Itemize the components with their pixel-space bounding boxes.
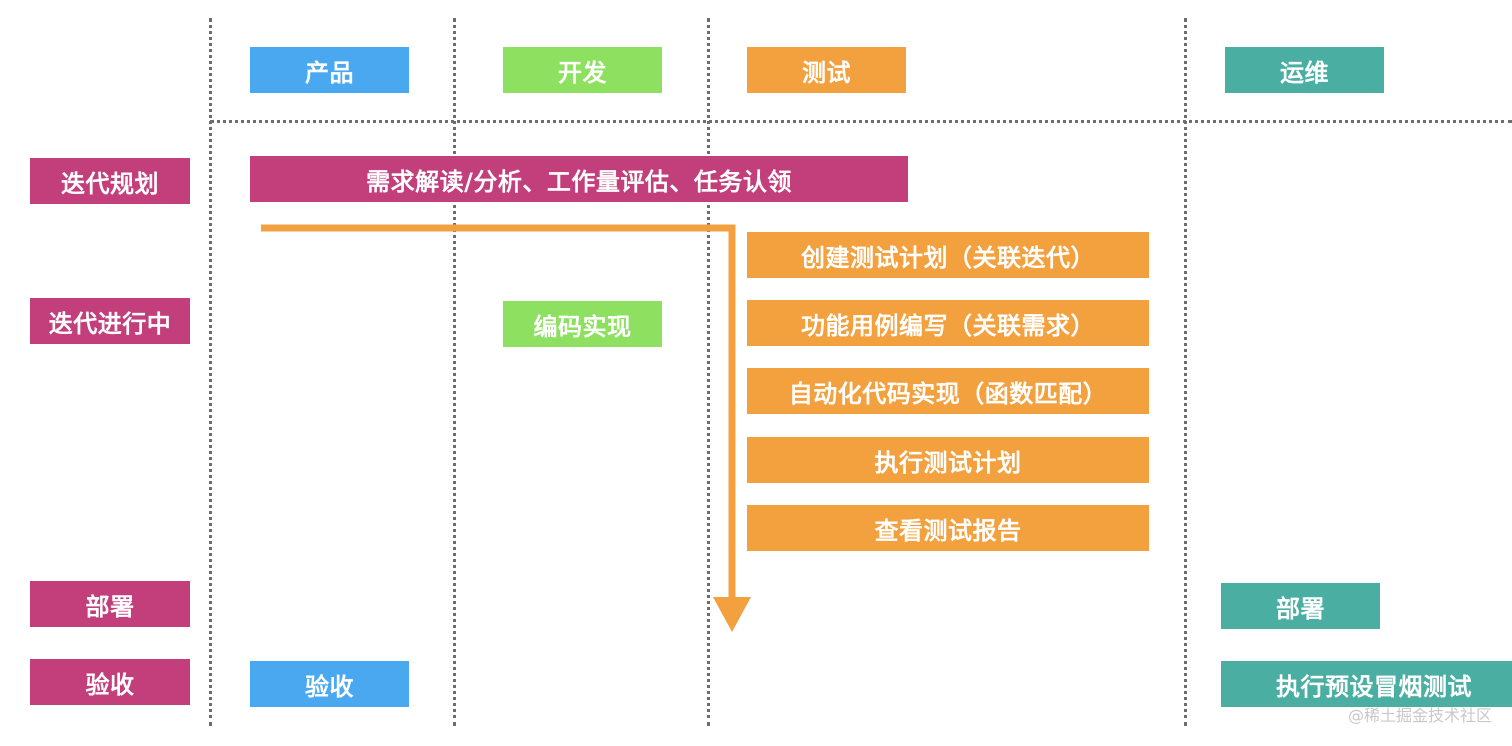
role-header-dev-label: 开发	[558, 58, 607, 87]
product-acceptance-task: 验收	[250, 661, 409, 707]
lane-divider-1	[209, 18, 212, 726]
header-divider	[210, 120, 1512, 123]
watermark: @稀土掘金技术社区	[1347, 706, 1492, 725]
phase-in-progress: 迭代进行中	[30, 298, 190, 344]
phase-acceptance: 验收	[30, 659, 190, 705]
planning-task-label: 需求解读/分析、工作量评估、任务认领	[366, 167, 792, 196]
test-step-label: 执行测试计划	[874, 448, 1022, 477]
role-header-test-label: 测试	[802, 58, 851, 87]
phase-deploy-label: 部署	[85, 592, 135, 621]
coding-task: 编码实现	[503, 301, 662, 347]
role-header-product: 产品	[250, 47, 409, 93]
lane-divider-3	[707, 18, 710, 726]
test-step-view-report: 查看测试报告	[747, 505, 1149, 551]
test-step-label: 功能用例编写（关联需求）	[801, 311, 1095, 340]
test-step-create-plan: 创建测试计划（关联迭代）	[747, 232, 1149, 278]
test-step-label: 查看测试报告	[874, 516, 1022, 545]
role-header-dev: 开发	[503, 47, 662, 93]
ops-deploy-task: 部署	[1221, 583, 1380, 629]
lane-divider-4	[1184, 18, 1187, 726]
phase-planning: 迭代规划	[30, 158, 190, 204]
role-header-ops-label: 运维	[1280, 58, 1329, 87]
flow-arrow-head	[713, 597, 751, 632]
flow-arrow-line	[261, 224, 736, 600]
lane-divider-2	[453, 18, 456, 726]
test-step-write-cases: 功能用例编写（关联需求）	[747, 300, 1149, 346]
phase-acceptance-label: 验收	[85, 670, 135, 699]
phase-deploy: 部署	[30, 581, 190, 627]
ops-smoke-test-task: 执行预设冒烟测试	[1221, 661, 1512, 707]
test-step-label: 创建测试计划（关联迭代）	[801, 243, 1095, 272]
test-step-label: 自动化代码实现（函数匹配）	[788, 379, 1108, 408]
role-header-ops: 运维	[1225, 47, 1384, 93]
ops-smoke-test-label: 执行预设冒烟测试	[1276, 672, 1472, 701]
ops-deploy-label: 部署	[1276, 594, 1325, 623]
phase-planning-label: 迭代规划	[61, 169, 159, 198]
role-header-product-label: 产品	[305, 58, 354, 87]
test-step-execute-plan: 执行测试计划	[747, 437, 1149, 483]
planning-task-bar: 需求解读/分析、工作量评估、任务认领	[250, 156, 908, 202]
role-header-test: 测试	[747, 47, 906, 93]
phase-in-progress-label: 迭代进行中	[48, 309, 172, 338]
coding-task-label: 编码实现	[533, 312, 632, 341]
test-step-automation: 自动化代码实现（函数匹配）	[747, 368, 1149, 414]
product-acceptance-label: 验收	[305, 672, 354, 701]
